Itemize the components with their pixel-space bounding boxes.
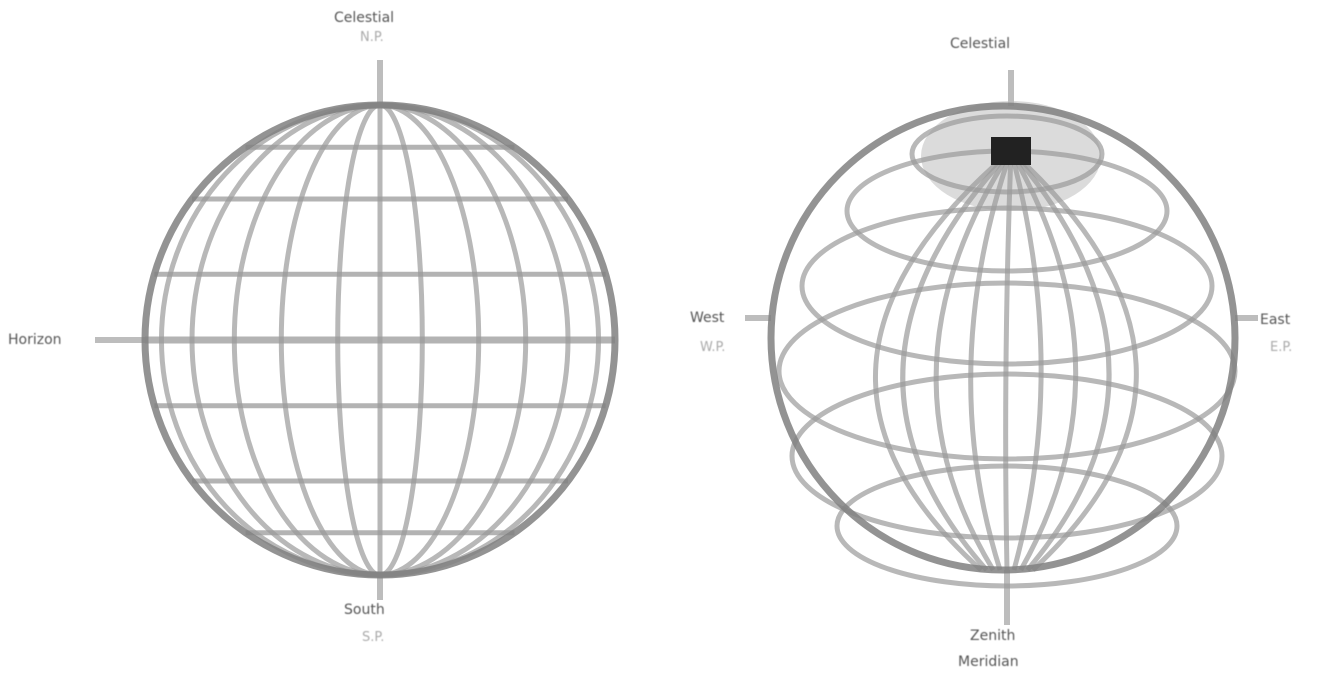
right-west-sub: W.P. bbox=[700, 340, 725, 356]
left-bottom-sub: S.P. bbox=[362, 630, 384, 646]
right-top-label: Celestial bbox=[950, 36, 1010, 52]
pole-marker bbox=[991, 137, 1031, 165]
left-globe bbox=[95, 60, 615, 600]
right-globe bbox=[745, 70, 1258, 625]
left-bottom-label: South bbox=[344, 602, 385, 618]
meridian-line bbox=[1006, 151, 1011, 570]
left-top-sub: N.P. bbox=[360, 30, 384, 46]
meridian-line bbox=[1011, 151, 1041, 570]
right-west-label: West bbox=[690, 310, 724, 326]
right-east-sub: E.P. bbox=[1270, 340, 1292, 356]
right-east-label: East bbox=[1260, 312, 1290, 328]
right-bottom-sub: Meridian bbox=[958, 654, 1019, 670]
right-bottom-label: Zenith bbox=[970, 628, 1015, 644]
left-side-label: Horizon bbox=[8, 332, 62, 348]
left-top-label: Celestial bbox=[334, 10, 394, 26]
